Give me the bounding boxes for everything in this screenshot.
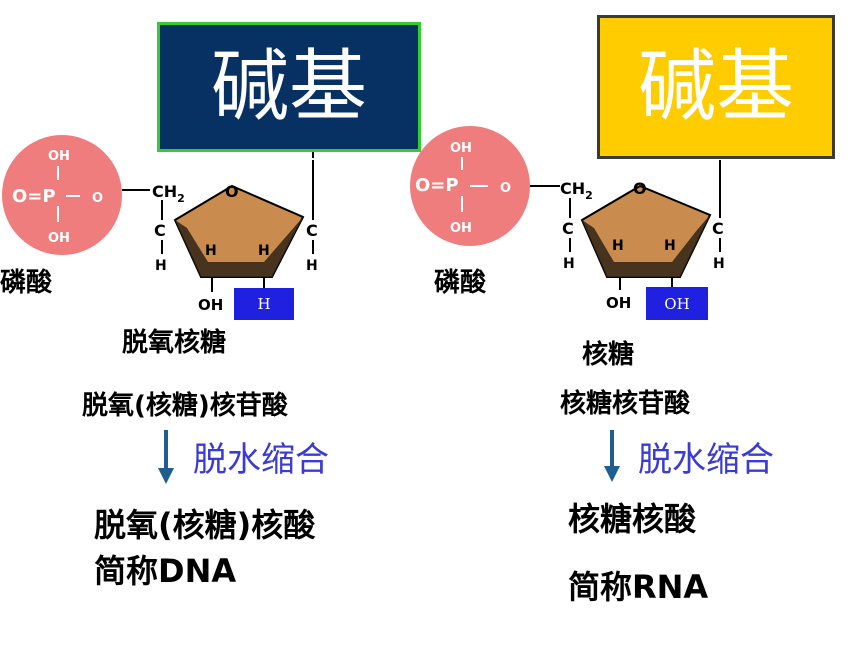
left-sugar-name: 脱氧核糖 (122, 328, 227, 358)
left-oh: OH (198, 296, 223, 314)
right-phosphate-top: OH (450, 141, 472, 156)
right-phosphate-bottom: OH (450, 221, 472, 236)
left-nucleotide: 脱氧(核糖)核苷酸 (82, 391, 288, 421)
left-c-right: C (306, 221, 318, 240)
right-h1: H (612, 238, 624, 254)
left-phosphate-left: O=P (12, 186, 56, 207)
right-nucleotide: 核糖核苷酸 (560, 389, 691, 419)
right-base-box: 碱基 (597, 15, 835, 159)
left-ring-o: O (225, 182, 239, 201)
right-phosphate-left: O=P (415, 175, 459, 196)
right-phosphate-right: O (500, 181, 511, 196)
right-phosphate-label: 磷酸 (434, 268, 487, 298)
left-c-left: C (154, 221, 166, 240)
left-h1: H (205, 243, 217, 259)
right-ch2: CH2 (560, 179, 593, 202)
left-process: 脱水缩合 (193, 440, 329, 480)
right-h2: H (664, 238, 676, 254)
left-h2: H (258, 243, 270, 259)
right-arrow-head (604, 466, 620, 482)
right-c-left: C (562, 219, 574, 238)
right-c-right: C (712, 219, 724, 238)
left-h-tag: H (234, 288, 294, 320)
left-arrow-head (158, 468, 174, 484)
left-base-box: 碱基 (157, 22, 421, 152)
left-h-left: H (155, 258, 167, 274)
left-abbrev: 简称DNA (94, 552, 237, 590)
left-phosphate-right: O (92, 191, 103, 206)
left-phosphate-label: 磷酸 (0, 268, 53, 298)
left-result: 脱氧(核糖)核酸 (94, 506, 316, 544)
left-phosphate-top: OH (48, 149, 70, 164)
right-sugar-name: 核糖 (582, 340, 635, 370)
left-h-right: H (306, 258, 318, 274)
right-base-label: 碱基 (637, 42, 794, 132)
right-result: 核糖核酸 (568, 500, 697, 538)
left-ch2: CH2 (152, 182, 185, 205)
right-h-left: H (563, 256, 575, 272)
right-oh-tag: OH (646, 287, 708, 320)
right-h-right: H (713, 256, 725, 272)
left-phosphate-circle (2, 135, 122, 255)
right-ring-o: O (633, 179, 647, 198)
left-phosphate-bottom: OH (48, 231, 70, 246)
right-oh: OH (606, 294, 631, 312)
left-base-label: 碱基 (210, 42, 367, 132)
right-process: 脱水缩合 (638, 440, 774, 480)
right-abbrev: 简称RNA (568, 568, 709, 606)
